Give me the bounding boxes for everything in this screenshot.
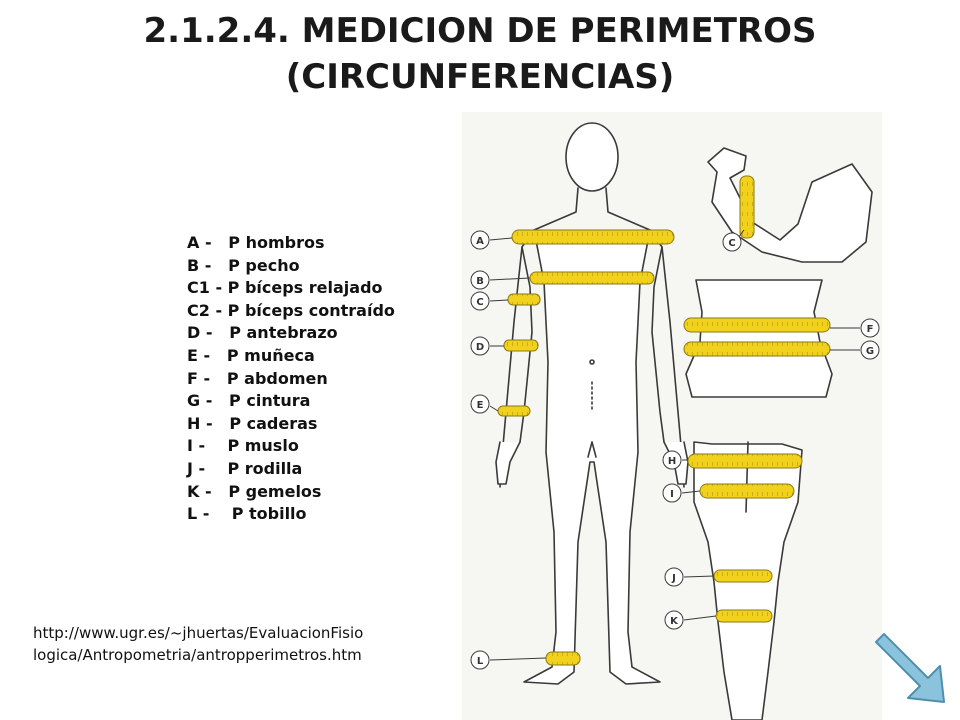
- callout-g: G: [860, 340, 880, 360]
- callout-b: B: [470, 270, 490, 290]
- callout-c2: C: [722, 232, 742, 252]
- tape-ankle: [545, 651, 581, 666]
- callout-i-label: I: [670, 489, 674, 500]
- callout-j-label: J: [671, 573, 676, 584]
- legend-item-c2: C2 - P bíceps contraído: [187, 300, 395, 320]
- callout-f-label: F: [867, 324, 874, 335]
- legend-item-c1: C1 - P bíceps relajado: [187, 278, 383, 298]
- callout-g-label: G: [866, 346, 874, 357]
- callout-e: E: [470, 394, 490, 414]
- callout-h: H: [662, 450, 682, 470]
- callout-f: F: [860, 318, 880, 338]
- tape-thigh: [699, 483, 795, 499]
- legend-item-d: D - P antebrazo: [187, 323, 338, 343]
- callout-c-label: C: [476, 297, 483, 308]
- body-measurement-illustration: A B C D E C F: [462, 112, 882, 720]
- callout-k: K: [664, 610, 684, 630]
- legend-item-e: E - P muñeca: [187, 345, 315, 365]
- callout-j: J: [664, 567, 684, 587]
- tape-knee: [713, 569, 773, 583]
- callout-c2-label: C: [728, 238, 735, 249]
- callout-k-label: K: [670, 616, 679, 627]
- callout-h-label: H: [668, 456, 676, 467]
- tape-abdomen: [683, 317, 831, 333]
- tape-calf: [715, 609, 773, 623]
- tape-biceps-contracted: [739, 175, 755, 239]
- callout-b-label: B: [476, 276, 484, 287]
- legend-item-l: L - P tobillo: [187, 504, 307, 524]
- legend-item-j: J - P rodilla: [187, 458, 303, 478]
- title-line-1: 2.1.2.4. MEDICION DE PERIMETROS: [143, 11, 817, 51]
- tape-waist: [683, 341, 831, 357]
- title-line-2: (CIRCUNFERENCIAS): [285, 57, 675, 97]
- legend-item-h: H - P caderas: [187, 413, 318, 433]
- callout-a: A: [470, 230, 490, 250]
- callout-c: C: [470, 291, 490, 311]
- tape-forearm: [503, 339, 539, 352]
- callout-d: D: [470, 336, 490, 356]
- callout-i: I: [662, 483, 682, 503]
- human-body-figure: [495, 122, 689, 685]
- tape-chest: [529, 271, 655, 285]
- tape-shoulders: [511, 229, 675, 245]
- measurement-legend: A - P hombros B - P pecho C1 - P bíceps …: [187, 232, 395, 526]
- torso-section-figure: [685, 279, 833, 398]
- callout-d-label: D: [476, 342, 484, 353]
- legend-item-g: G - P cintura: [187, 391, 311, 411]
- callout-e-label: E: [477, 400, 484, 411]
- legend-item-f: F - P abdomen: [187, 368, 328, 388]
- legend-item-i: I - P muslo: [187, 436, 299, 456]
- source-url[interactable]: http://www.ugr.es/~jhuertas/EvaluacionFi…: [33, 622, 363, 666]
- callout-l: L: [470, 650, 490, 670]
- callout-l-label: L: [477, 656, 484, 667]
- legend-item-k: K - P gemelos: [187, 481, 322, 501]
- callout-a-label: A: [476, 236, 484, 247]
- page-title: 2.1.2.4. MEDICION DE PERIMETROS (CIRCUNF…: [0, 8, 960, 100]
- tape-wrist: [497, 405, 531, 417]
- tape-hips: [687, 453, 803, 469]
- tape-biceps-relaxed: [507, 293, 541, 306]
- source-url-line-2[interactable]: logica/Antropometria/antropperimetros.ht…: [33, 646, 362, 664]
- next-arrow-icon: [875, 633, 945, 703]
- source-url-line-1[interactable]: http://www.ugr.es/~jhuertas/EvaluacionFi…: [33, 624, 364, 642]
- next-slide-button[interactable]: [870, 628, 956, 714]
- legend-item-b: B - P pecho: [187, 255, 300, 275]
- legend-item-a: A - P hombros: [187, 233, 325, 252]
